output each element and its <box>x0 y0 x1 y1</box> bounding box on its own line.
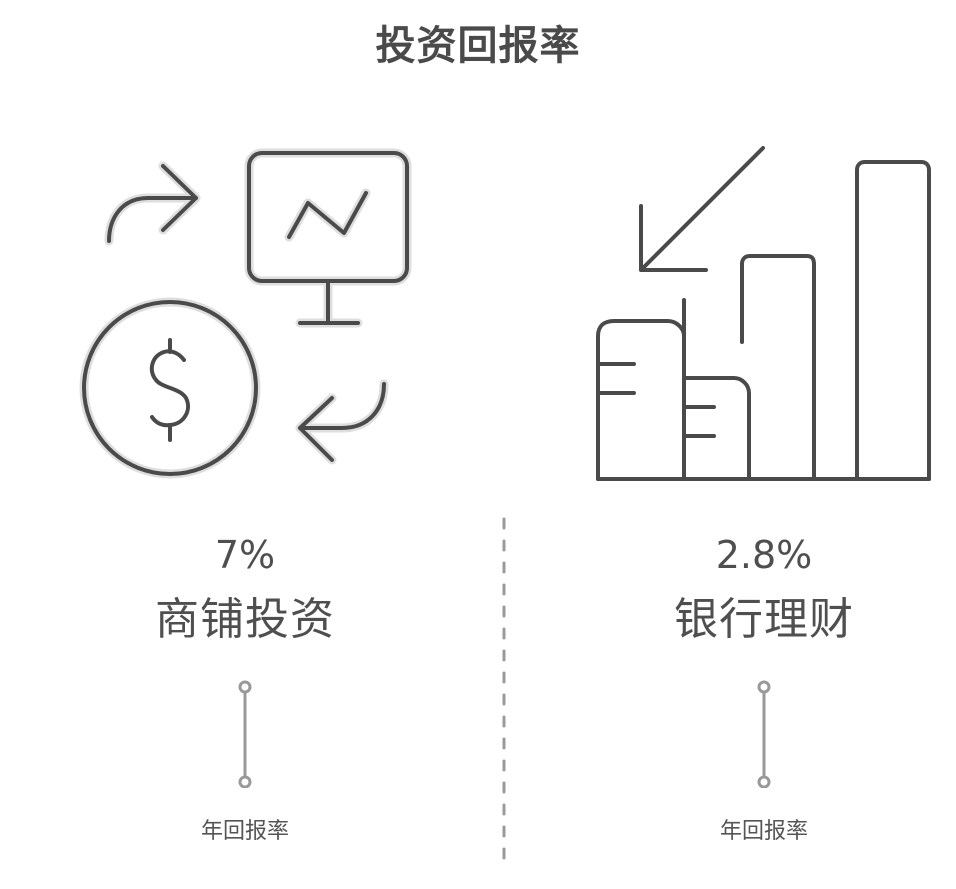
right-sublabel: 年回报率 <box>719 819 808 844</box>
bar-chart-decline-icon <box>580 140 940 490</box>
page-title: 投资回报率 <box>375 23 581 69</box>
left-name: 商铺投资 <box>155 594 335 645</box>
right-name: 银行理财 <box>674 594 854 645</box>
left-connector-icon <box>235 678 255 789</box>
dollar-coin-icon <box>82 300 258 476</box>
right-item: 2.8% 银行理财 <box>564 530 956 648</box>
center-divider <box>502 517 506 862</box>
curved-arrow-right-icon <box>107 196 198 243</box>
arrow-down-left-icon <box>639 146 765 272</box>
investment-cycle-icon <box>70 140 430 490</box>
left-item: 7% 商铺投资 <box>45 530 445 648</box>
bar-chart-icon <box>596 160 931 481</box>
right-percentage: 2.8% <box>715 533 813 577</box>
left-sublabel: 年回报率 <box>200 819 289 844</box>
left-percentage: 7% <box>214 533 276 577</box>
curved-arrow-left-icon <box>298 382 386 430</box>
right-connector-icon <box>754 678 774 789</box>
